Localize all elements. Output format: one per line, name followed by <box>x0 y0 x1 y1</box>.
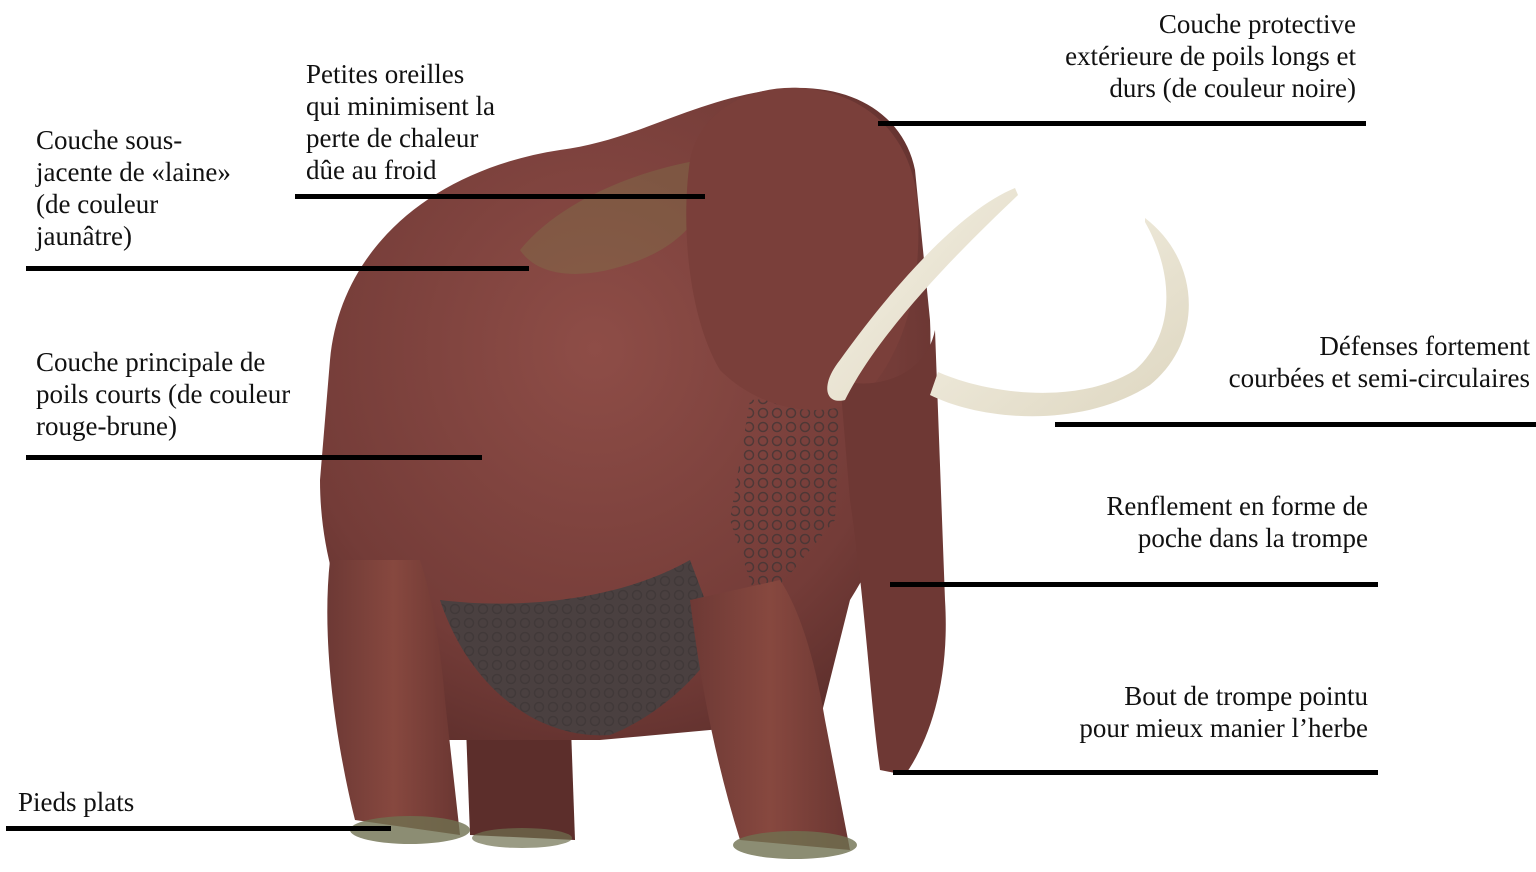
leader-small-ears <box>295 194 705 199</box>
label-tusks: Défenses fortement courbées et semi-circ… <box>1229 330 1530 394</box>
leader-trunk-pouch <box>890 582 1378 587</box>
leader-tusks <box>1055 422 1536 427</box>
label-small-ears: Petites oreilles qui minimisent la perte… <box>306 58 495 186</box>
leader-wool-layer <box>26 266 529 271</box>
label-outer-hair: Couche protective extérieure de poils lo… <box>1065 8 1356 104</box>
leader-trunk-tip <box>893 770 1378 775</box>
right-tusk <box>930 218 1189 416</box>
mammoth-head <box>686 88 918 410</box>
leader-main-hair <box>26 455 482 460</box>
foot-right <box>733 831 857 859</box>
label-trunk-pouch: Renflement en forme de poche dans la tro… <box>1106 490 1368 554</box>
label-main-hair: Couche principale de poils courts (de co… <box>36 346 290 442</box>
label-flat-feet: Pieds plats <box>18 786 134 818</box>
leader-flat-feet <box>6 826 391 831</box>
leader-outer-hair <box>878 121 1366 126</box>
label-trunk-tip: Bout de trompe pointu pour mieux manier … <box>1079 680 1368 744</box>
foot-back <box>472 828 572 848</box>
label-wool-layer: Couche sous- jacente de «laine» (de coul… <box>36 124 231 252</box>
